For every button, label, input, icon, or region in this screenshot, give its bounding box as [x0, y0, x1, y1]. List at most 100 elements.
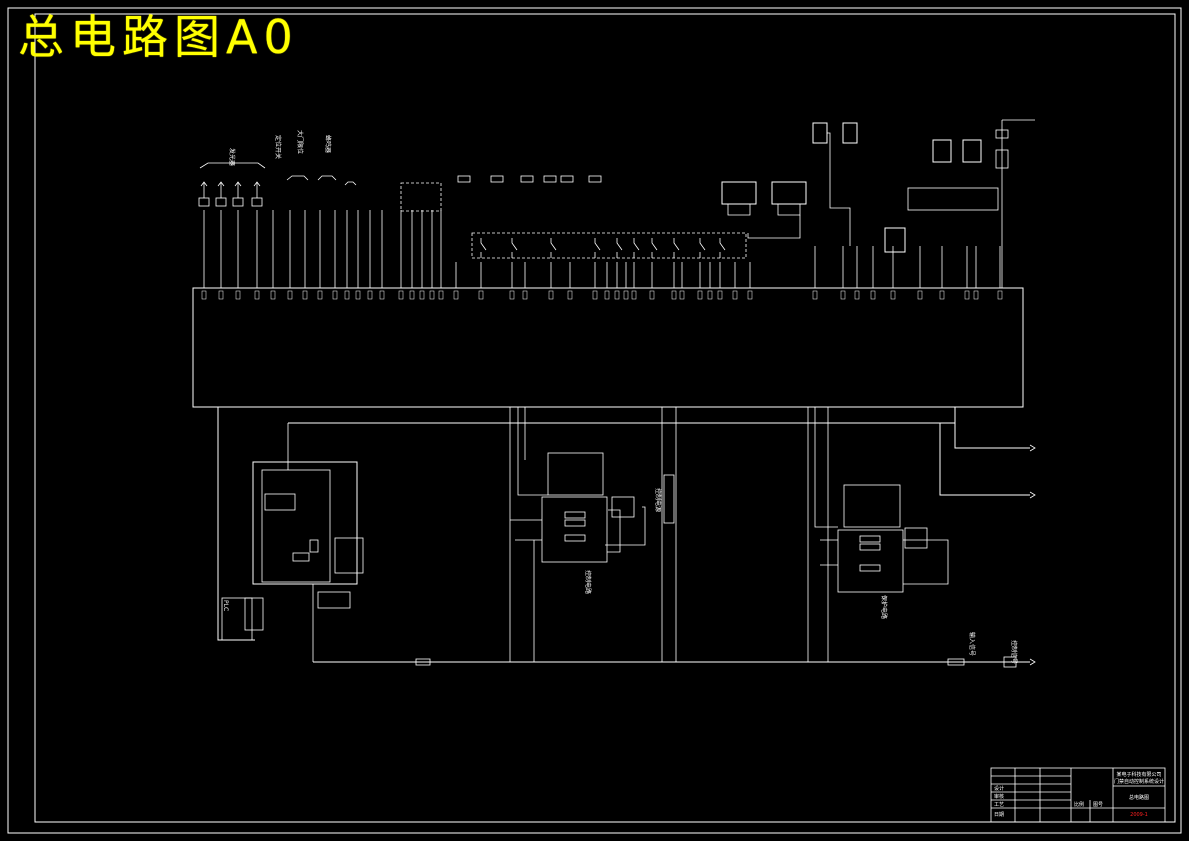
relay-coil: [564, 511, 586, 519]
relay-contact: [616, 238, 623, 258]
fuse: [947, 658, 965, 666]
power-line-right: [1001, 119, 1035, 288]
terminal-mark: [398, 290, 404, 300]
relay-contact: [719, 238, 726, 258]
terminal-mark: [631, 290, 637, 300]
terminal-mark: [478, 290, 484, 300]
terminal-mark: [812, 290, 818, 300]
terminal-mark: [747, 290, 753, 300]
output-line: [939, 423, 1030, 496]
module-leads: [287, 423, 314, 662]
motor-circuit-b: [843, 484, 901, 528]
terminal-mark: [509, 290, 515, 300]
terminal-mark: [732, 290, 738, 300]
bus-label: 控制电源: [654, 488, 662, 512]
switch-box: [317, 591, 351, 609]
outer-frame: [7, 7, 1182, 834]
regulator: [292, 552, 310, 562]
tb-label: 工艺: [994, 802, 1004, 808]
group-bracket: [344, 181, 357, 186]
title-block: [990, 767, 1166, 823]
terminal-mark: [317, 290, 323, 300]
sensor-wire: [827, 132, 851, 246]
terminal-mark: [890, 290, 896, 300]
input-box: [221, 597, 253, 641]
terminal-mark: [604, 290, 610, 300]
terminal-mark: [649, 290, 655, 300]
terminal-mark: [870, 290, 876, 300]
arrow-symbol: [200, 181, 208, 198]
resistor: [309, 539, 319, 553]
motor-relay-b: [837, 529, 904, 593]
relay-coil: [564, 534, 586, 542]
coil-symbol: [560, 175, 574, 183]
terminal-mark: [697, 290, 703, 300]
tb-label: 图号: [1093, 802, 1103, 808]
arrow-symbol: [253, 181, 261, 198]
module-label: 保护电路: [880, 595, 888, 619]
terminal-mark: [344, 290, 350, 300]
motor-relay-a: [541, 496, 608, 563]
motor-circuit-a-wires: [509, 407, 677, 662]
coil-symbol: [457, 175, 471, 183]
relay-contact: [673, 238, 680, 258]
relay-coil: [859, 564, 881, 572]
relay-contact: [550, 238, 557, 258]
group-label: 定位开关: [274, 135, 282, 159]
fuse: [995, 129, 1009, 139]
coil-symbol: [490, 175, 504, 183]
motor-circuit-b-wires: [807, 407, 949, 662]
driver-box: [771, 181, 807, 205]
group-label: 发光器: [228, 148, 236, 166]
motor-circuit-a: [547, 452, 604, 496]
drawing-title: 总电路图A0: [18, 10, 299, 64]
lamp-symbol: [995, 149, 1009, 169]
terminal-mark: [548, 290, 554, 300]
terminal-mark: [522, 290, 528, 300]
indicator-symbol: [251, 197, 263, 207]
relay-contact: [511, 238, 518, 258]
limit-switch: [663, 474, 675, 524]
terminal-mark: [254, 290, 260, 300]
terminal-mark: [302, 290, 308, 300]
group-bracket: [317, 175, 337, 181]
terminal-mark: [367, 290, 373, 300]
module-label: PLC: [222, 600, 229, 611]
motor-switch: [611, 496, 635, 518]
terminal-mark: [671, 290, 677, 300]
relay-contact: [651, 238, 658, 258]
title-block-grid: [991, 768, 1165, 822]
terminal-mark: [201, 290, 207, 300]
terminal-mark: [270, 290, 276, 300]
arrow-symbol: [217, 181, 225, 198]
driver-return: [747, 215, 801, 239]
motor-circuit-a-links: [510, 509, 621, 553]
relay-coil: [859, 535, 881, 543]
terminal-mark: [235, 290, 241, 300]
indicator-symbol: [215, 197, 227, 207]
terminal-mark: [997, 290, 1003, 300]
drawing-name: 总电路图: [1129, 794, 1149, 801]
terminal-mark: [917, 290, 923, 300]
terminal-mark: [453, 290, 459, 300]
relay-contact: [699, 238, 706, 258]
indicator-symbol: [198, 197, 210, 207]
terminal-mark: [355, 290, 361, 300]
tb-label: 审核: [994, 793, 1004, 800]
power-module-inner: [261, 469, 331, 583]
project-name: 门禁自动控制系统设计: [1114, 778, 1164, 785]
terminal-mark: [592, 290, 598, 300]
indicator-symbol: [232, 197, 244, 207]
terminal-mark: [964, 290, 970, 300]
company-name: 某电子科技有限公司: [1116, 771, 1161, 778]
arrow-heads: [1029, 444, 1036, 666]
motor-switch: [904, 527, 928, 549]
fuse: [415, 658, 431, 666]
relay-contact: [633, 238, 640, 258]
driver-box: [721, 181, 757, 205]
tb-label: 日期: [994, 812, 1004, 818]
lamp-box: [962, 139, 982, 163]
sensor-box: [812, 122, 828, 144]
coil-symbol: [520, 175, 534, 183]
